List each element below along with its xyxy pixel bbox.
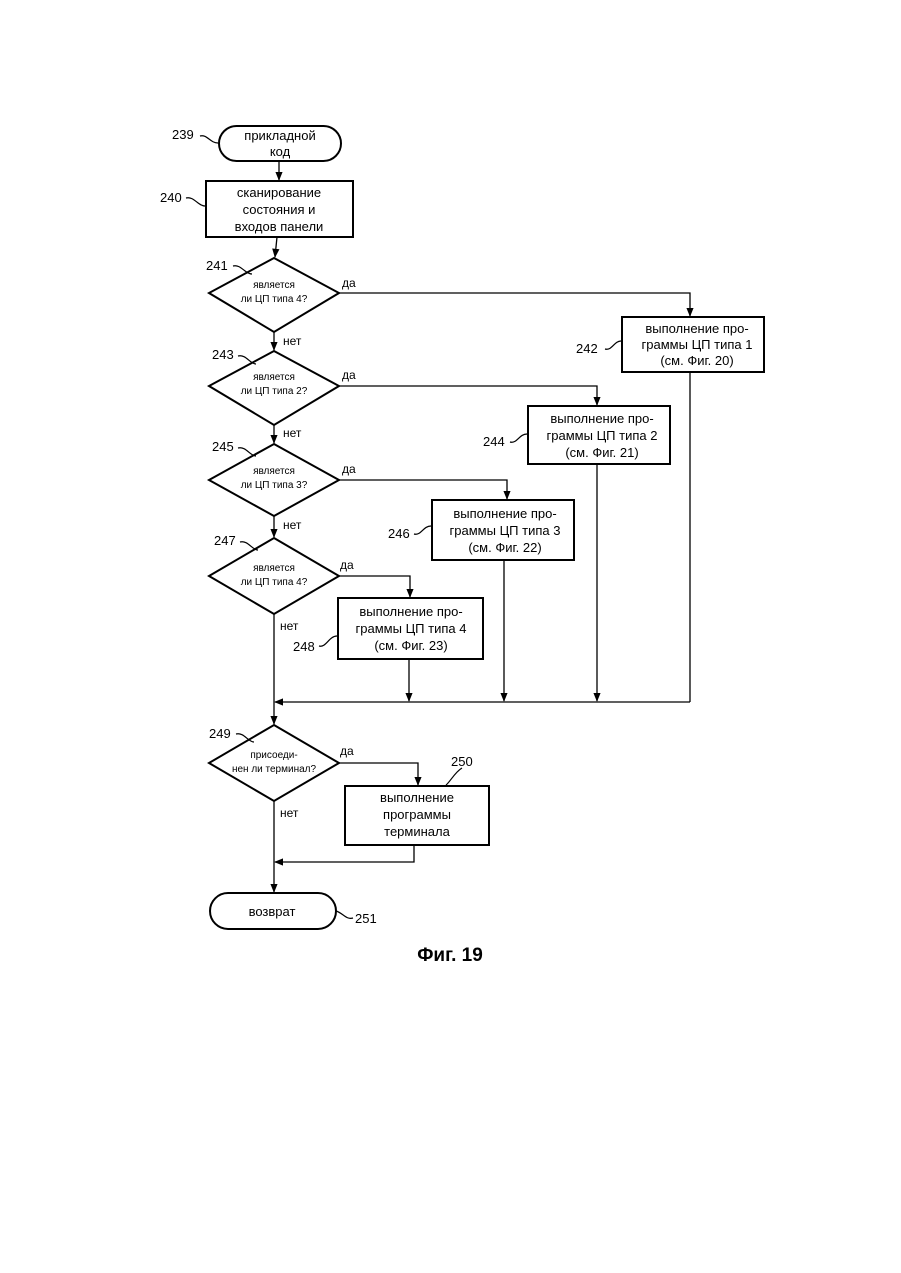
ref-239: 239 <box>172 127 194 142</box>
q3-yes-label: да <box>342 462 356 476</box>
q3-text-1: является <box>253 466 295 477</box>
q5-text-2: нен ли терминал? <box>232 764 317 775</box>
scan-text-1: сканирование <box>237 185 321 200</box>
arrow-q3-p3 <box>339 480 507 499</box>
q4-text-1: является <box>253 563 295 574</box>
leader-240 <box>186 198 205 206</box>
leader-245 <box>238 448 256 456</box>
ref-245: 245 <box>212 439 234 454</box>
ref-246: 246 <box>388 526 410 541</box>
q1-text-2: ли ЦП типа 4? <box>241 294 308 305</box>
arrow-q1-p1 <box>339 293 690 316</box>
ref-241: 241 <box>206 258 228 273</box>
q2-text-2: ли ЦП типа 2? <box>241 386 308 397</box>
q4-diamond <box>209 538 339 614</box>
leader-239 <box>200 136 218 143</box>
p4-text-1: выполнение про- <box>359 604 462 619</box>
leader-250 <box>446 768 462 785</box>
p3-text-2: граммы ЦП типа 3 <box>450 523 561 538</box>
p2-text-2: граммы ЦП типа 2 <box>547 428 658 443</box>
ref-248: 248 <box>293 639 315 654</box>
q5-yes-label: да <box>340 744 354 758</box>
q2-text-1: является <box>253 372 295 383</box>
q4-text-2: ли ЦП типа 4? <box>241 577 308 588</box>
q2-no-label: нет <box>283 426 302 440</box>
leader-251 <box>336 911 353 918</box>
p5-text-2: программы <box>383 807 451 822</box>
q1-yes-label: да <box>342 276 356 290</box>
figure-caption: Фиг. 19 <box>417 945 483 966</box>
q4-no-label: нет <box>280 619 299 633</box>
leader-244 <box>510 434 527 442</box>
arrow-scan-q1 <box>275 237 277 257</box>
q1-no-label: нет <box>283 334 302 348</box>
arrow-q2-p2 <box>339 386 597 405</box>
scan-text-3: входов панели <box>235 219 324 234</box>
ref-249: 249 <box>209 726 231 741</box>
q3-no-label: нет <box>283 518 302 532</box>
start-text-2: код <box>270 144 291 159</box>
end-text: возврат <box>249 904 296 919</box>
ref-240: 240 <box>160 190 182 205</box>
p1-text-2: граммы ЦП типа 1 <box>642 337 753 352</box>
q1-text-1: является <box>253 280 295 291</box>
p3-text-3: (см. Фиг. 22) <box>468 540 541 555</box>
p1-text-1: выполнение про- <box>645 321 748 336</box>
p4-text-3: (см. Фиг. 23) <box>374 638 447 653</box>
leader-241 <box>233 266 252 274</box>
ref-242: 242 <box>576 341 598 356</box>
leader-242 <box>605 341 621 349</box>
ref-243: 243 <box>212 347 234 362</box>
ref-251: 251 <box>355 911 377 926</box>
leader-247 <box>240 542 258 550</box>
q5-text-1: присоеди- <box>250 750 297 761</box>
q4-yes-label: да <box>340 558 354 572</box>
p3-text-1: выполнение про- <box>453 506 556 521</box>
scan-text-2: состояния и <box>243 202 316 217</box>
p2-text-1: выполнение про- <box>550 411 653 426</box>
arrow-q4-p4 <box>339 576 410 597</box>
p2-text-3: (см. Фиг. 21) <box>565 445 638 460</box>
ref-247: 247 <box>214 533 236 548</box>
arrow-q5-p5 <box>339 763 418 785</box>
q5-no-label: нет <box>280 806 299 820</box>
ref-244: 244 <box>483 434 505 449</box>
p1-text-3: (см. Фиг. 20) <box>660 353 733 368</box>
p5-text-3: терминала <box>384 824 450 839</box>
p4-text-2: граммы ЦП типа 4 <box>356 621 467 636</box>
start-text-1: прикладной <box>244 128 315 143</box>
q2-yes-label: да <box>342 368 356 382</box>
leader-243 <box>238 356 256 364</box>
return-p5 <box>275 845 414 862</box>
q3-text-2: ли ЦП типа 3? <box>241 480 308 491</box>
leader-248 <box>319 636 337 646</box>
ref-250: 250 <box>451 754 473 769</box>
p5-text-1: выполнение <box>380 790 454 805</box>
leader-246 <box>414 526 431 534</box>
